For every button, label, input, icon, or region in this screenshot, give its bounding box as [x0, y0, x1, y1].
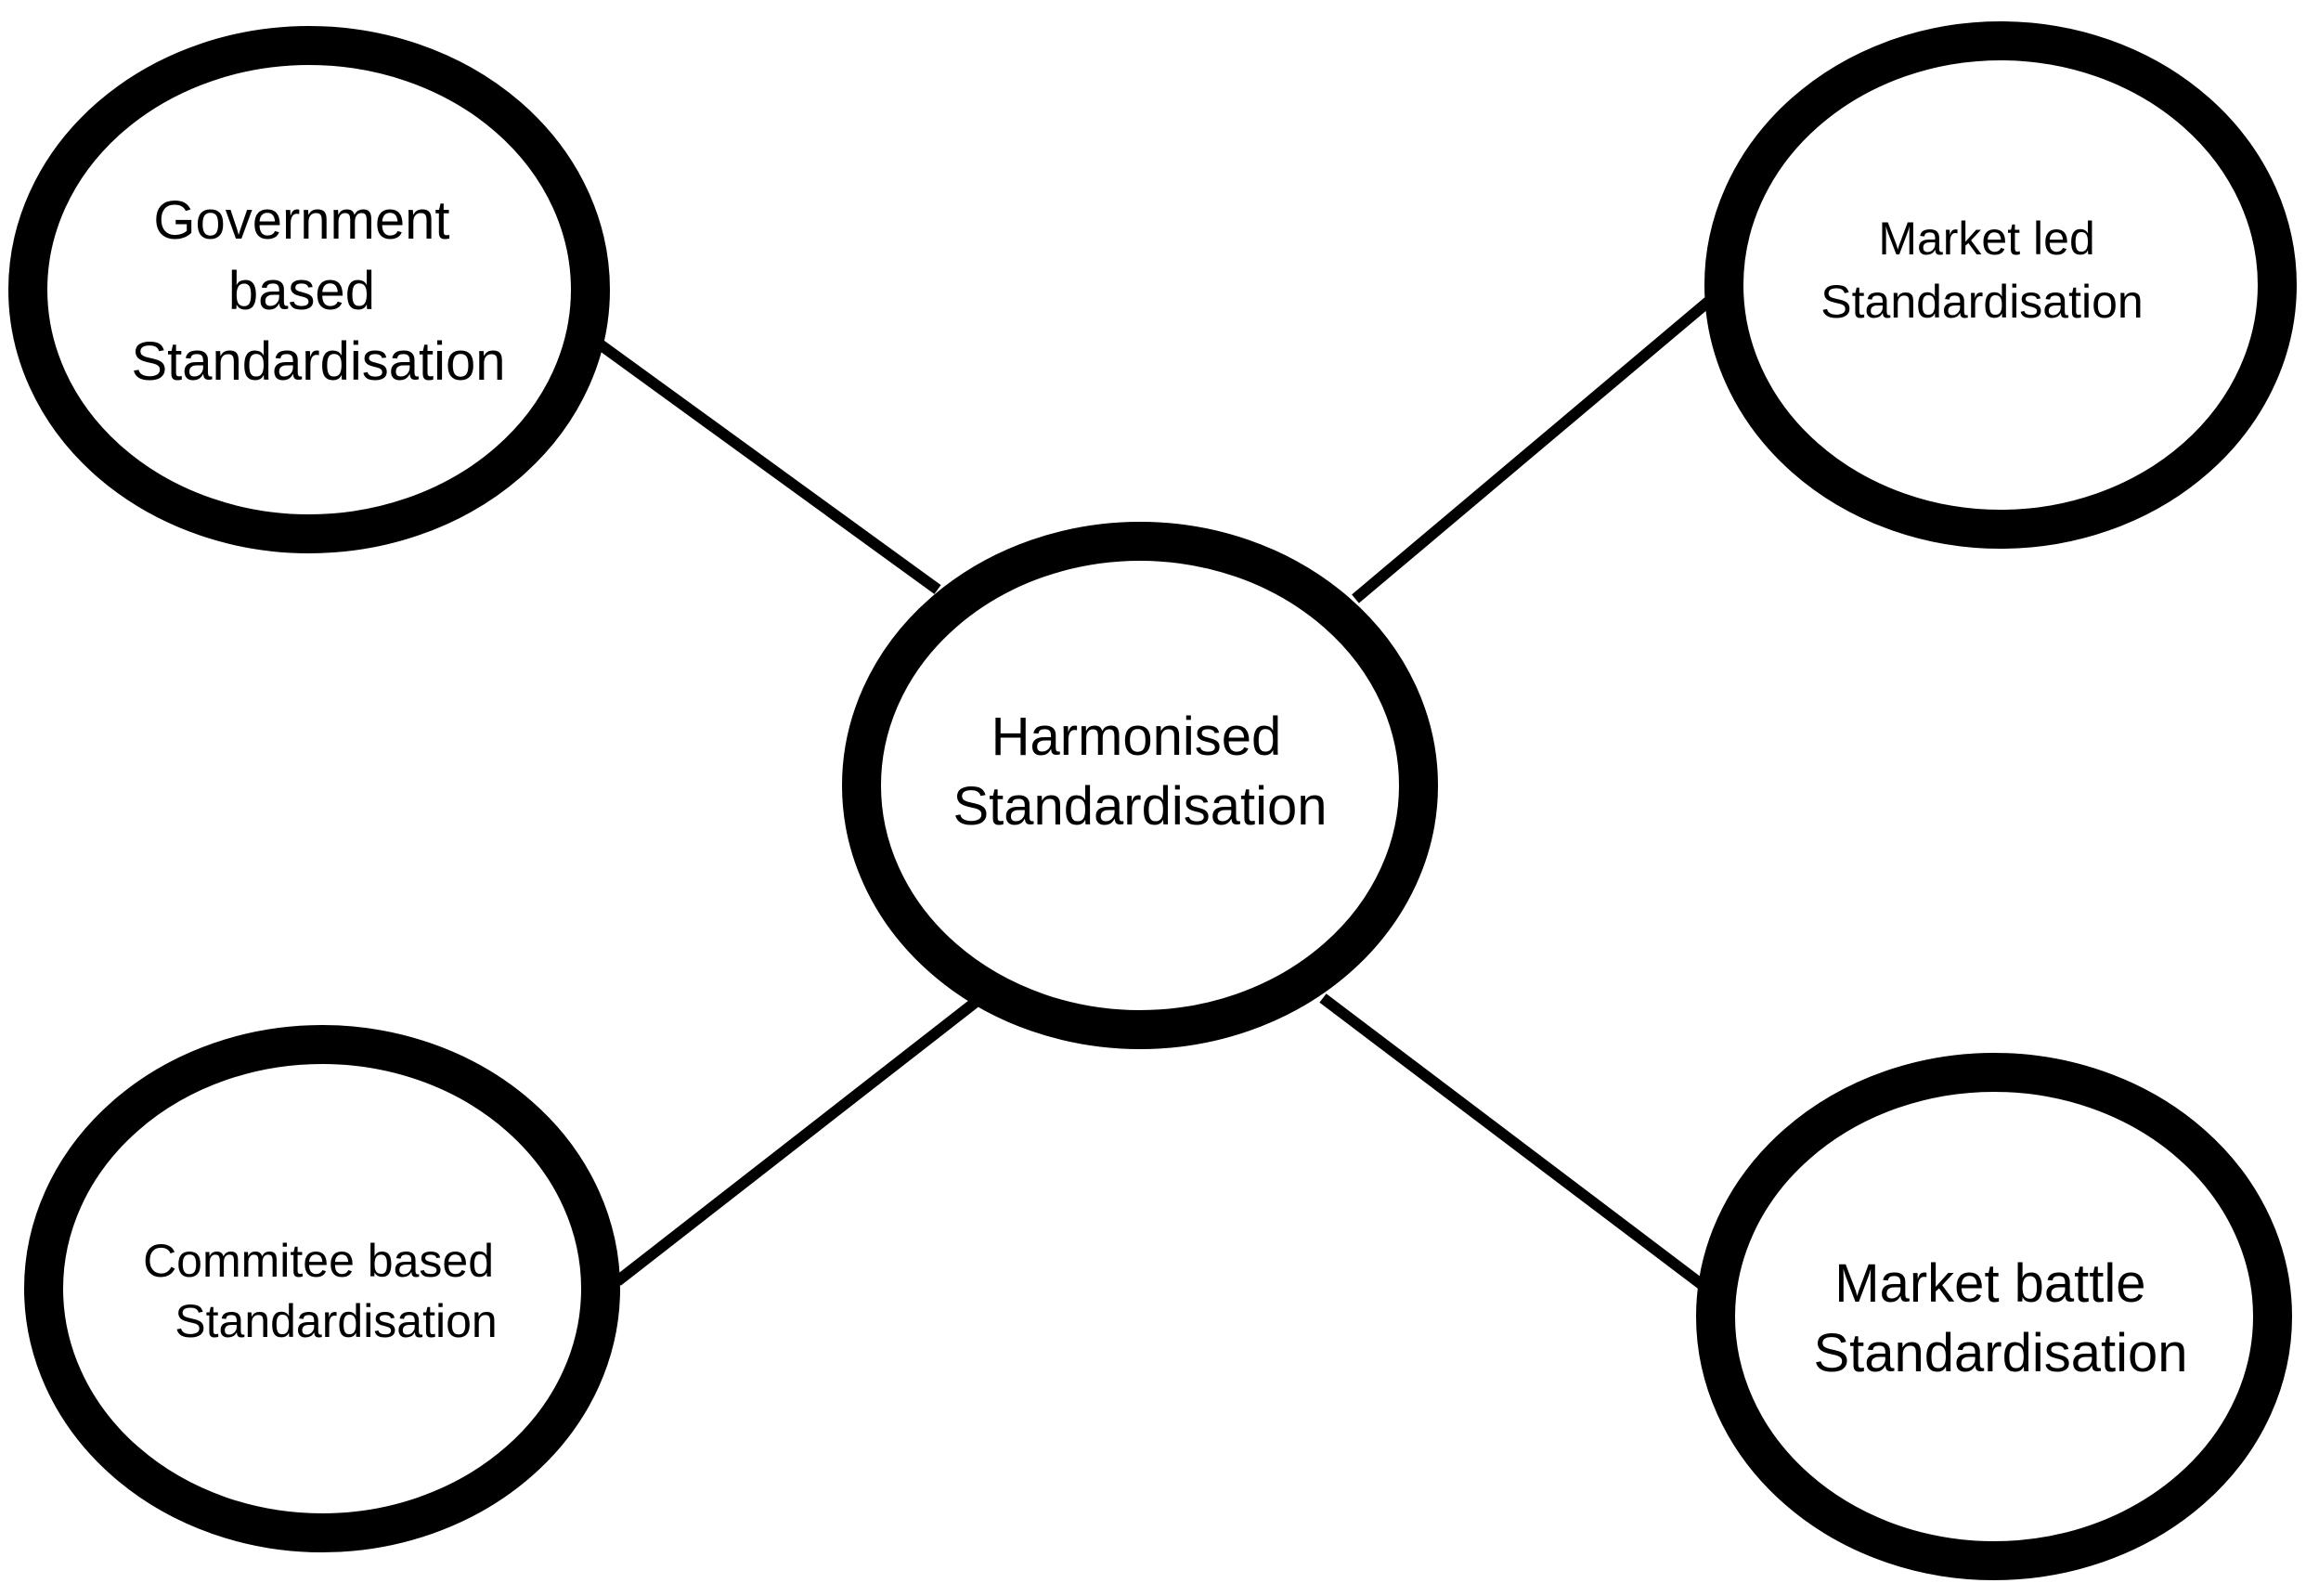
- node-committee-line1: Commitee based: [143, 1235, 494, 1287]
- connector-market-led: [1352, 297, 1712, 603]
- node-government-label: Government based Standardisation: [131, 190, 505, 392]
- node-market-battle-line2: Standardisation: [1813, 1323, 2187, 1383]
- node-committee-ellipse: [24, 1025, 620, 1552]
- connector-government: [595, 339, 941, 594]
- node-committee: Commitee based Standardisation: [24, 1025, 620, 1552]
- node-government-line1: Government: [153, 190, 449, 251]
- node-market-led-ellipse: [1704, 21, 2297, 549]
- node-market-led: Market led Standardisation: [1704, 21, 2297, 549]
- node-harmonised-line2: Standardisation: [952, 776, 1327, 837]
- node-harmonised-line1: Harmonised: [991, 707, 1282, 767]
- node-government: Government based Standardisation: [8, 26, 610, 553]
- node-government-line2: based: [228, 261, 375, 321]
- node-harmonised-ellipse: [842, 522, 1438, 1049]
- node-harmonised-label: Harmonised Standardisation: [952, 707, 1327, 837]
- node-committee-label: Commitee based Standardisation: [143, 1235, 507, 1347]
- node-government-line3: Standardisation: [131, 331, 505, 392]
- connectors: [595, 297, 1712, 1291]
- node-market-led-line2: Standardisation: [1820, 276, 2143, 328]
- connector-market-battle: [1319, 993, 1707, 1291]
- node-market-battle-label: Market battle Standardisation: [1813, 1253, 2187, 1383]
- node-market-battle-line1: Market battle: [1834, 1253, 2145, 1314]
- node-market-led-line1: Market led: [1878, 213, 2094, 265]
- node-market-battle: Market battle Standardisation: [1696, 1053, 2292, 1580]
- node-committee-line2: Standardisation: [175, 1295, 497, 1347]
- node-government-ellipse: [8, 26, 610, 553]
- node-harmonised: Harmonised Standardisation: [842, 522, 1438, 1049]
- node-market-battle-ellipse: [1696, 1053, 2292, 1580]
- connector-committee: [614, 998, 978, 1286]
- node-market-led-label: Market led Standardisation: [1820, 213, 2143, 328]
